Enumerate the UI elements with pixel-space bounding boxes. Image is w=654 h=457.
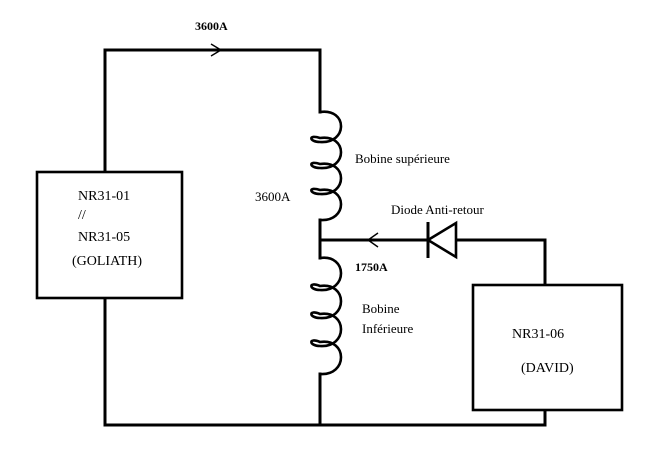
goliath-box-line3: NR31-05 (78, 230, 130, 245)
goliath-box-line1: NR31-01 (78, 189, 130, 204)
top-current-arrow (210, 43, 223, 57)
top-wire (103, 48, 322, 174)
diode-current-label: 1750A (355, 260, 388, 274)
upper-coil-label: Bobine supérieure (355, 151, 450, 166)
upper-coil-current-label: 3600A (255, 189, 291, 204)
upper-coil (310, 110, 343, 222)
goliath-box-line2: // (78, 208, 86, 223)
bottom-wire (103, 296, 547, 427)
lower-coil-label-line1: Bobine (362, 301, 400, 316)
top-current-label: 3600A (195, 19, 228, 33)
david-box-frame (471, 283, 624, 412)
goliath-box-line4: (GOLIATH) (72, 254, 142, 269)
david-box-line1: NR31-06 (512, 327, 564, 342)
david-box-line2: (DAVID) (521, 361, 574, 376)
diode-symbol (425, 220, 458, 260)
diode-triangle (425, 220, 458, 260)
diode-branch-wire (318, 238, 547, 287)
goliath-box-frame (35, 170, 184, 300)
lower-coil-label-line2: Inférieure (362, 321, 413, 336)
diode-current-arrow (366, 232, 379, 248)
lower-coil (310, 256, 343, 376)
goliath-box: NR31-01 // NR31-05 (GOLIATH) (35, 170, 184, 300)
david-box: NR31-06 (DAVID) (471, 283, 624, 412)
diode-label: Diode Anti-retour (391, 202, 484, 217)
